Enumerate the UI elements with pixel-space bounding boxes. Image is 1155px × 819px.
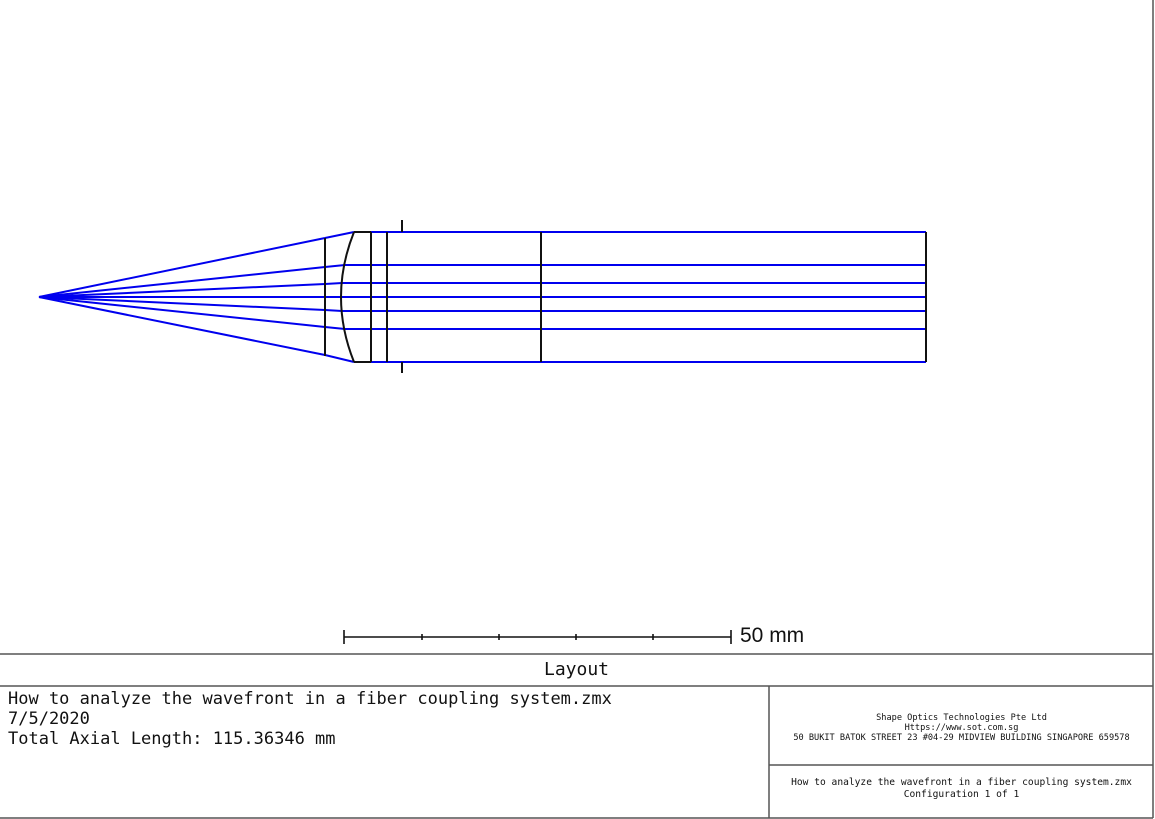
file-name: How to analyze the wavefront in a fiber …	[791, 776, 1132, 788]
system-info: How to analyze the wavefront in a fiber …	[8, 689, 763, 749]
ray-fan	[38, 231, 926, 363]
plot-title: Layout	[543, 659, 610, 680]
system-date: 7/5/2020	[8, 709, 90, 729]
system-filename: How to analyze the wavefront in a fiber …	[8, 689, 612, 709]
lens-front-surface	[340, 231, 355, 363]
scale-bar-label: 50 mm	[740, 624, 805, 647]
file-info: How to analyze the wavefront in a fiber …	[770, 766, 1153, 817]
optical-surfaces	[324, 220, 927, 373]
company-address: 50 BUKIT BATOK STREET 23 #04-29 MIDVIEW …	[793, 733, 1130, 743]
scale-bar	[343, 630, 732, 644]
company-info: Shape Optics Technologies Pte Ltd Https:…	[770, 687, 1153, 765]
company-name: Shape Optics Technologies Pte Ltd	[876, 713, 1047, 723]
company-url: Https://www.sot.com.sg	[904, 723, 1019, 733]
total-axial-length: Total Axial Length: 115.36346 mm	[8, 729, 336, 749]
configuration-label: Configuration 1 of 1	[903, 788, 1020, 800]
